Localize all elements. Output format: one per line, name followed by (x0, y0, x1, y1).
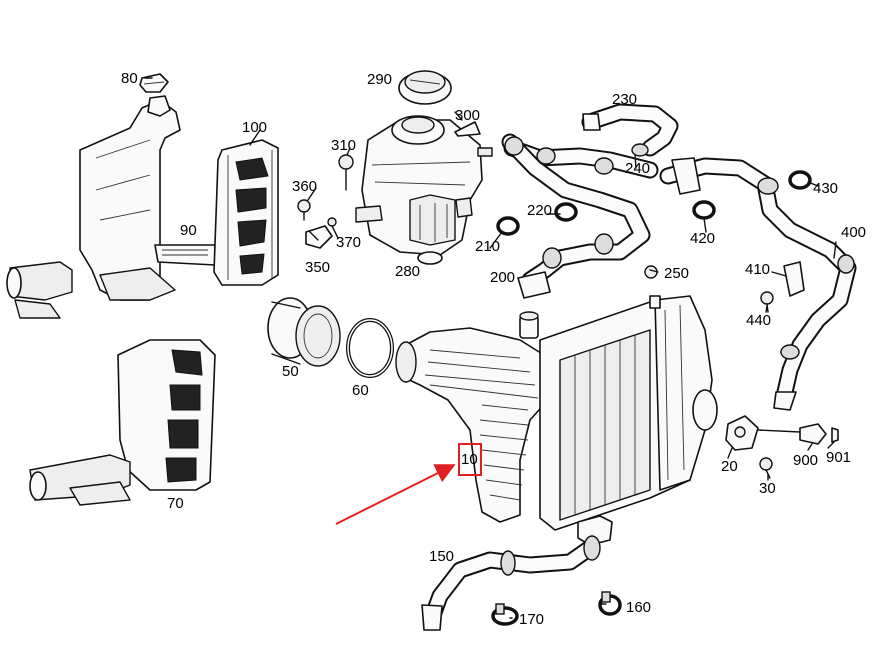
part-440-bolt (760, 291, 774, 313)
part-50-sleeve (267, 297, 341, 367)
label-90: 90 (180, 222, 197, 239)
part-200-hose (501, 133, 651, 299)
part-160-clamp (598, 591, 622, 616)
part-290-cap (398, 70, 452, 105)
part-70-bracket (29, 339, 216, 506)
part-20-sensor (725, 415, 759, 451)
label-240: 240 (625, 160, 651, 177)
part-280-expansion-tank (355, 115, 493, 265)
label-360: 360 (292, 178, 318, 195)
label-220: 220 (527, 202, 553, 219)
part-210-clamp (496, 216, 520, 236)
label-430: 430 (813, 180, 839, 197)
label-20: 20 (721, 458, 738, 475)
highlight-arrow (335, 464, 456, 525)
part-170-clamp (491, 603, 519, 626)
part-150-hose (421, 535, 601, 631)
part-900-connector (757, 423, 827, 445)
label-370: 370 (336, 234, 362, 251)
label-400: 400 (841, 224, 867, 241)
part-30-bolt (759, 457, 773, 479)
part-901-seal (831, 427, 839, 443)
label-100: 100 (242, 119, 268, 136)
part-310-bolt (338, 154, 354, 191)
part-230-hose (581, 103, 679, 157)
label-30: 30 (759, 480, 776, 497)
label-200: 200 (490, 269, 516, 286)
highlight-box (458, 443, 482, 476)
part-430-clamp (788, 170, 812, 190)
label-410: 410 (745, 261, 771, 278)
part-350-bracket (305, 225, 333, 249)
part-80-cap (139, 73, 169, 93)
label-80: 80 (121, 70, 138, 87)
part-370-bolt (327, 217, 339, 239)
label-350: 350 (305, 259, 331, 276)
label-170: 170 (519, 611, 545, 628)
label-300: 300 (455, 107, 481, 124)
part-400-hose (659, 157, 857, 411)
part-60-clamp (346, 318, 394, 378)
part-100-bracket (213, 139, 279, 286)
label-250: 250 (664, 265, 690, 282)
label-230: 230 (612, 91, 638, 108)
label-310: 310 (331, 137, 357, 154)
label-50: 50 (282, 363, 299, 380)
leader-lines (144, 77, 837, 619)
label-10: 10 (461, 451, 478, 468)
label-901: 901 (826, 449, 852, 466)
part-220-clamp (554, 202, 578, 222)
part-410-clip (783, 261, 805, 297)
label-280: 280 (395, 263, 421, 280)
label-70: 70 (167, 495, 184, 512)
part-10-intercooler (395, 295, 718, 546)
label-900: 900 (793, 452, 819, 469)
part-360-bolt (297, 199, 311, 221)
part-300-label (454, 121, 481, 137)
label-440: 440 (746, 312, 772, 329)
label-150: 150 (429, 548, 455, 565)
label-160: 160 (626, 599, 652, 616)
label-420: 420 (690, 230, 716, 247)
part-420-clamp (692, 200, 716, 220)
label-290: 290 (367, 71, 393, 88)
label-210: 210 (475, 238, 501, 255)
part-bracket-assembly (6, 95, 216, 319)
label-60: 60 (352, 382, 369, 399)
